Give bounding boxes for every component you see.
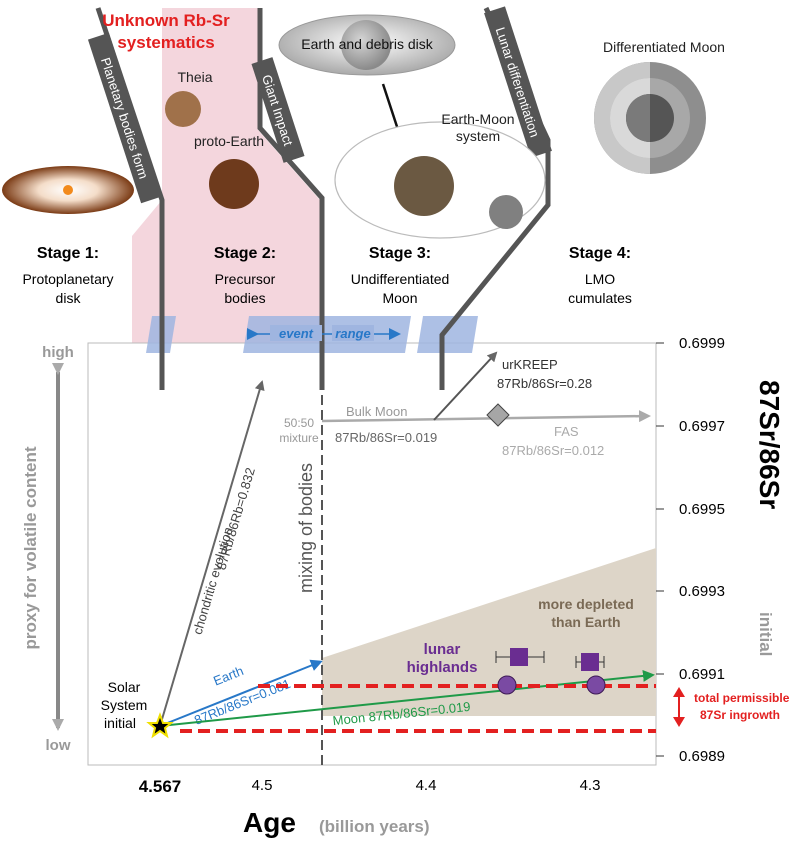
svg-text:4.3: 4.3 xyxy=(580,777,601,794)
fas-label: FAS xyxy=(554,424,579,439)
urkreep-arrow xyxy=(433,351,498,421)
proto-earth-body-icon xyxy=(209,159,259,209)
svg-text:4.5: 4.5 xyxy=(252,777,273,794)
svg-text:0.6989: 0.6989 xyxy=(679,748,725,765)
earth-body-icon xyxy=(394,156,454,216)
earth-debris-label: Earth and debris disk xyxy=(301,36,434,52)
stage-4-label: Stage 4: LMO cumulates xyxy=(568,245,632,306)
urkreep-label: urKREEP xyxy=(502,357,558,372)
x-axis-label: Age xyxy=(243,807,296,838)
moon-arrow xyxy=(159,669,655,727)
highlands-circle-1 xyxy=(497,675,517,695)
earth-arrow xyxy=(159,659,323,727)
solar-label-3: initial xyxy=(104,715,136,731)
protostar-icon xyxy=(63,185,73,195)
bulk-moon-ratio: 87Rb/86Sr=0.019 xyxy=(335,430,437,445)
sr-ratio-axis-sub: initial xyxy=(756,612,775,656)
svg-text:Precursor: Precursor xyxy=(215,271,276,287)
svg-text:Stage 1:: Stage 1: xyxy=(37,245,99,262)
depleted-label-2: than Earth xyxy=(551,614,620,630)
moon-body-icon xyxy=(489,195,523,229)
svg-text:Stage 2:: Stage 2: xyxy=(214,245,276,262)
stage-2-label: Stage 2: Precursor bodies xyxy=(214,245,276,306)
svg-text:Undifferentiated: Undifferentiated xyxy=(351,271,450,287)
fas-ratio: 87Rb/86Sr=0.012 xyxy=(502,443,604,458)
bulk-moon-label: Bulk Moon xyxy=(346,404,407,419)
permissible-label: total permissible xyxy=(694,691,790,705)
highlands-square-2 xyxy=(575,653,605,671)
theia-body-icon xyxy=(165,91,201,127)
depleted-region xyxy=(322,548,656,716)
solar-label-2: System xyxy=(101,697,148,713)
unknown-rbsr-title: Unknown Rb-Sr xyxy=(102,11,230,30)
y-left-low: low xyxy=(46,737,71,754)
svg-text:bodies: bodies xyxy=(224,290,265,306)
svg-text:Moon: Moon xyxy=(382,290,417,306)
earth-center-icon xyxy=(341,20,391,70)
differentiated-moon-icon xyxy=(594,62,706,174)
chondritic-arrow xyxy=(159,380,265,727)
svg-text:cumulates: cumulates xyxy=(568,290,632,306)
stage-3-label: Stage 3: Undifferentiated Moon xyxy=(351,245,450,306)
event-range-label-right: range xyxy=(335,326,370,341)
mixing-label: mixing of bodies xyxy=(296,463,316,593)
y-right-ticks: 0.6999 0.6997 0.6995 0.6993 0.6991 0.698… xyxy=(656,335,725,765)
svg-text:0.6993: 0.6993 xyxy=(679,583,725,600)
x-ticks: 4.5 4.4 4.3 xyxy=(252,777,601,794)
bulk-moon-line xyxy=(321,410,651,423)
svg-text:disk: disk xyxy=(56,290,82,306)
earth-moon-label-2: system xyxy=(456,128,500,144)
highlands-label-2: highlands xyxy=(407,659,478,676)
solar-label: Solar xyxy=(108,679,141,695)
highlands-circle-2 xyxy=(586,675,606,695)
unknown-rbsr-title-2: systematics xyxy=(117,33,214,52)
stage2-region xyxy=(90,8,320,345)
svg-text:0.6991: 0.6991 xyxy=(679,666,725,683)
highlands-label: lunar xyxy=(424,641,461,658)
event-band-right xyxy=(417,316,478,353)
y-left-high: high xyxy=(42,344,74,361)
highlands-square-1 xyxy=(495,648,545,666)
permissible-label-2: 87Sr ingrowth xyxy=(700,708,780,722)
svg-text:4.4: 4.4 xyxy=(416,777,437,794)
svg-text:Stage 3:: Stage 3: xyxy=(369,245,431,262)
svg-text:LMO: LMO xyxy=(585,271,615,287)
stage-1-label: Stage 1: Protoplanetary disk xyxy=(22,245,113,306)
diff-moon-label: Differentiated Moon xyxy=(603,39,725,55)
event-range-label-left: event xyxy=(279,326,314,341)
solar-initial-star-icon xyxy=(146,712,174,739)
volatile-axis-label: proxy for volatile content xyxy=(21,446,40,649)
x-start-label: 4.567 xyxy=(139,777,182,796)
svg-text:Stage 4:: Stage 4: xyxy=(569,245,631,262)
svg-text:Protoplanetary: Protoplanetary xyxy=(22,271,113,287)
svg-text:0.6997: 0.6997 xyxy=(679,418,725,435)
mixture-label-2: mixture xyxy=(279,431,319,445)
depleted-label: more depleted xyxy=(538,596,634,612)
sr-ratio-axis-label: 87Sr/86Sr xyxy=(754,380,785,509)
svg-text:0.6999: 0.6999 xyxy=(679,335,725,352)
proto-earth-label: proto-Earth xyxy=(194,133,264,149)
svg-text:Planetary bodies form: Planetary bodies form xyxy=(98,56,151,181)
x-axis-unit: (billion years) xyxy=(319,817,430,836)
svg-text:0.6995: 0.6995 xyxy=(679,501,725,518)
urkreep-ratio: 87Rb/86Sr=0.28 xyxy=(497,376,592,391)
earth-moon-label: Earth-Moon xyxy=(441,111,514,127)
mixture-label: 50:50 xyxy=(284,416,314,430)
theia-label: Theia xyxy=(177,69,212,85)
fas-diamond-icon xyxy=(486,403,510,427)
